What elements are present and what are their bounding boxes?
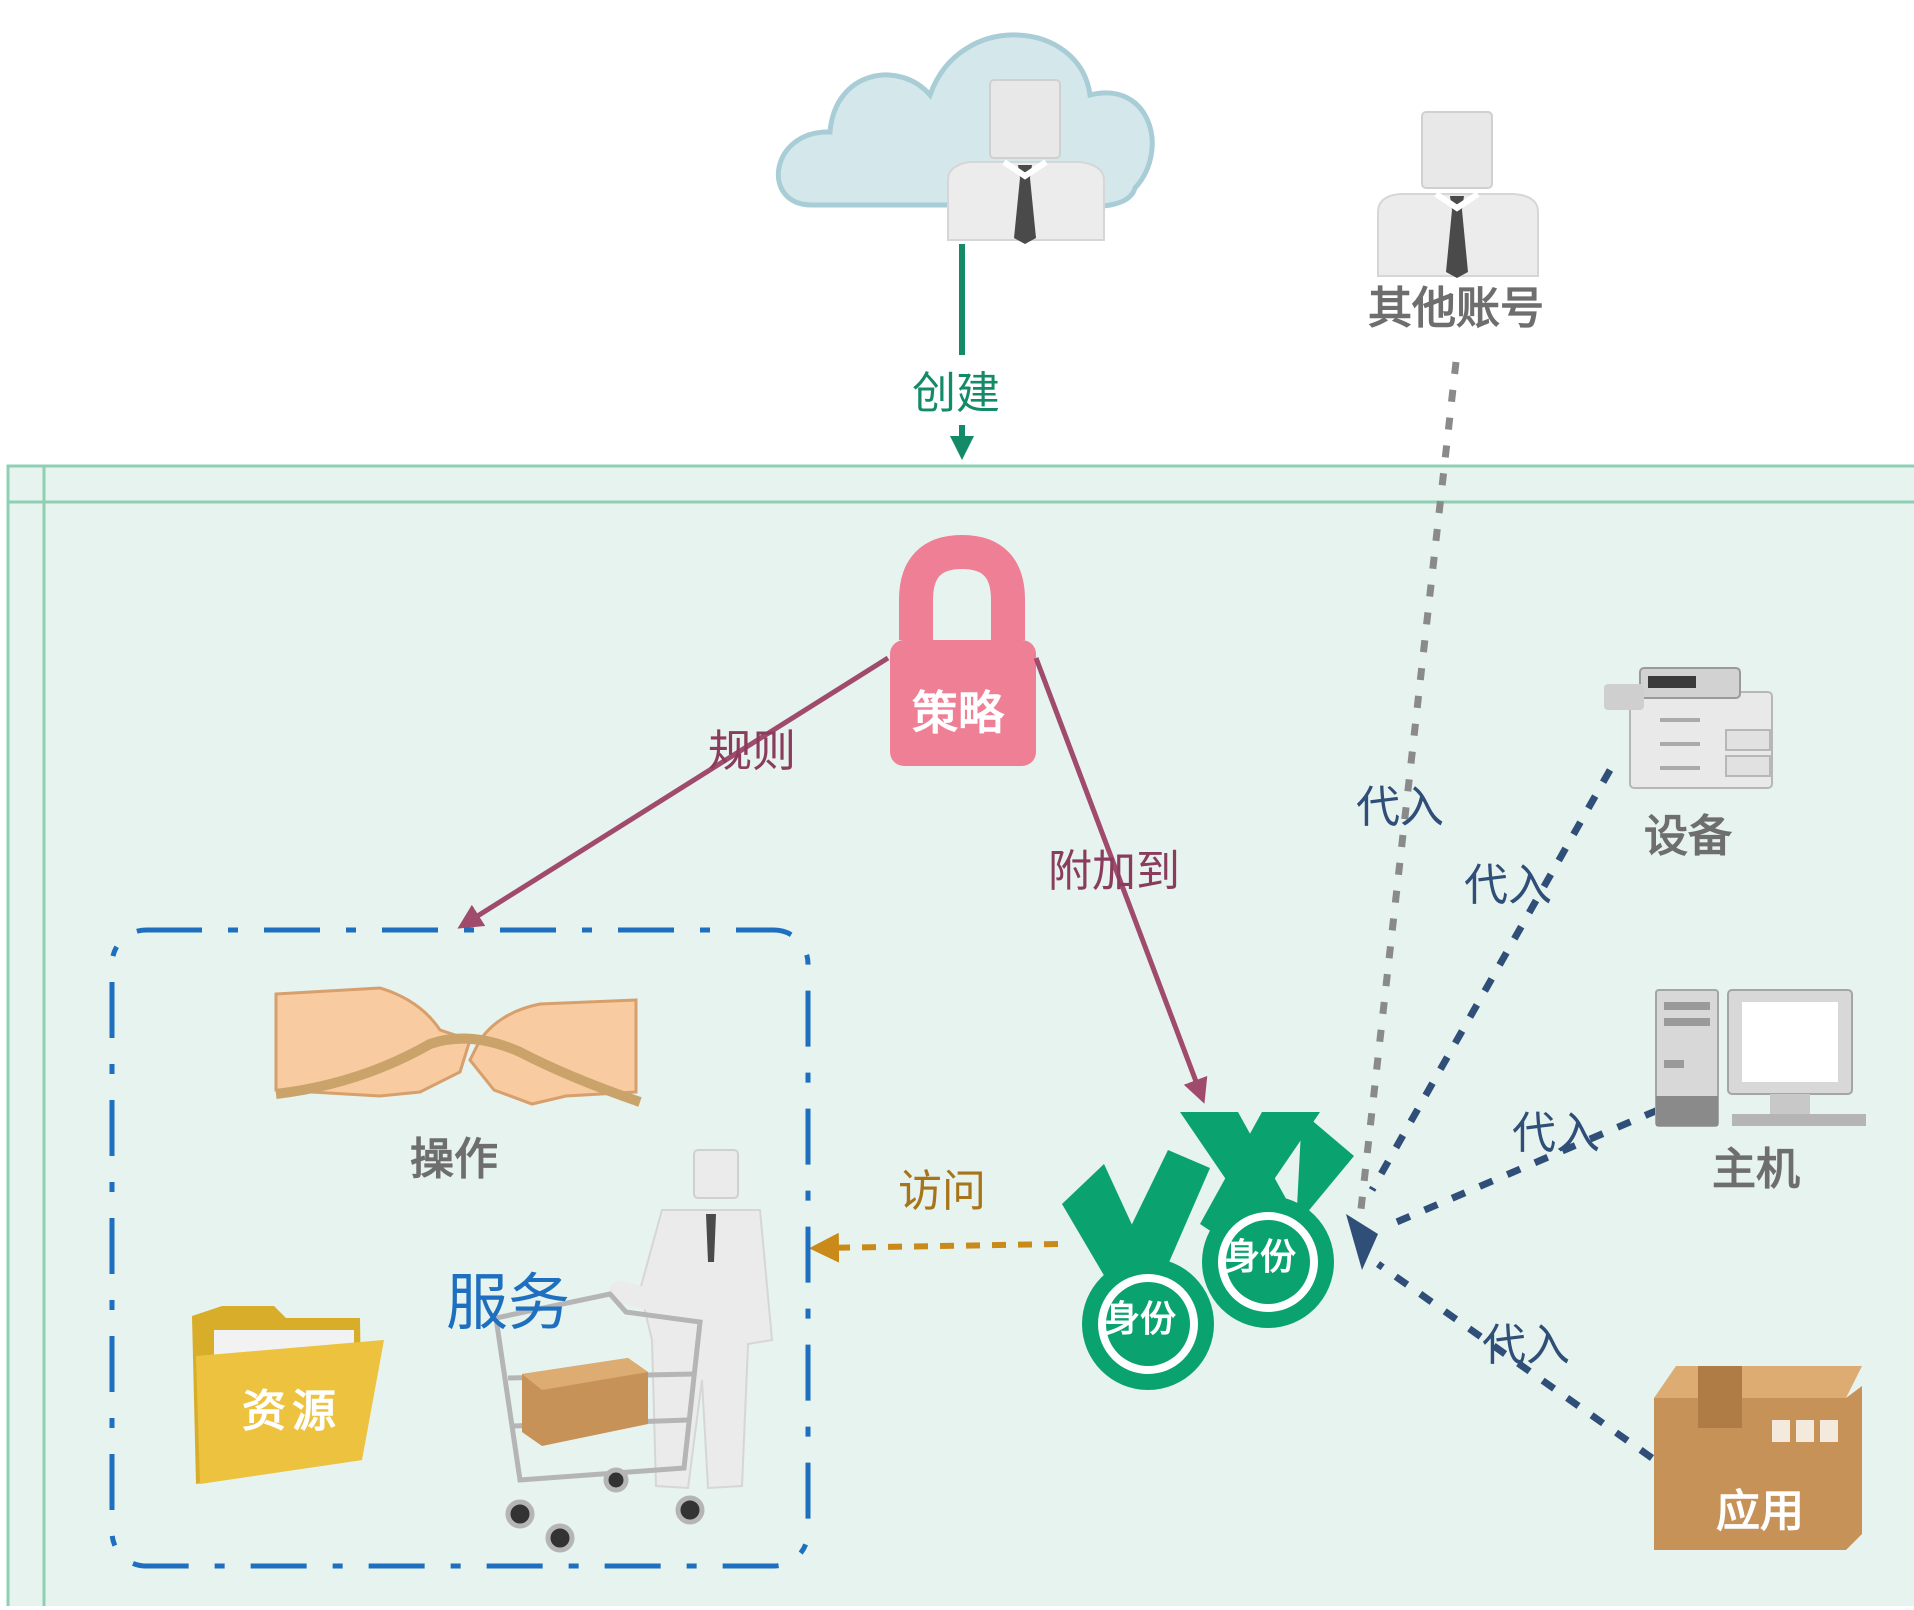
other-account-person-icon xyxy=(1377,111,1539,278)
identity-label-front: 身份 xyxy=(1104,1299,1177,1340)
identity-badges xyxy=(1062,1112,1354,1390)
operation-label: 操作 xyxy=(410,1134,498,1185)
assume-arrow-app xyxy=(1375,1261,1655,1461)
printer-icon xyxy=(1604,667,1773,789)
assume-arrowhead xyxy=(1346,1214,1378,1270)
service-label: 服务 xyxy=(446,1266,571,1339)
rule-label: 规则 xyxy=(708,726,796,777)
cloud-owner-person-icon xyxy=(947,79,1105,244)
assume-arrow-host xyxy=(1390,1106,1660,1228)
cart-package-icon xyxy=(522,1358,648,1446)
assume-label-other-account: 代入 xyxy=(1356,782,1444,833)
other-account-assume-line xyxy=(1356,361,1460,1219)
device-label: 设备 xyxy=(1644,811,1732,862)
resource-label: 资源 xyxy=(242,1386,342,1437)
lock-icon xyxy=(890,534,1036,766)
identity-label-back: 身份 xyxy=(1224,1237,1297,1278)
assume-label-application: 代入 xyxy=(1482,1320,1570,1371)
access-label: 访问 xyxy=(898,1166,986,1217)
assume-label-device: 代入 xyxy=(1464,860,1552,911)
application-label: 应用 xyxy=(1716,1486,1804,1537)
attach-to-label: 附加到 xyxy=(1048,846,1180,897)
handshake-rope-icon xyxy=(274,986,642,1107)
package-box-icon xyxy=(1654,1366,1862,1550)
access-arrow xyxy=(809,1232,1059,1263)
folder-icon xyxy=(192,1306,384,1484)
policy-label: 策略 xyxy=(912,686,1004,740)
create-label: 创建 xyxy=(912,368,1000,419)
computer-icon xyxy=(1655,989,1866,1127)
host-label: 主机 xyxy=(1712,1144,1800,1195)
rule-arrow xyxy=(457,655,890,929)
assume-arrows xyxy=(1368,768,1660,1461)
assume-arrow-device xyxy=(1368,768,1614,1192)
assume-label-host: 代入 xyxy=(1512,1108,1600,1159)
other-account-label: 其他账号 xyxy=(1368,283,1544,334)
attach-to-arrow xyxy=(1033,657,1208,1104)
service-boundary xyxy=(109,927,811,1569)
